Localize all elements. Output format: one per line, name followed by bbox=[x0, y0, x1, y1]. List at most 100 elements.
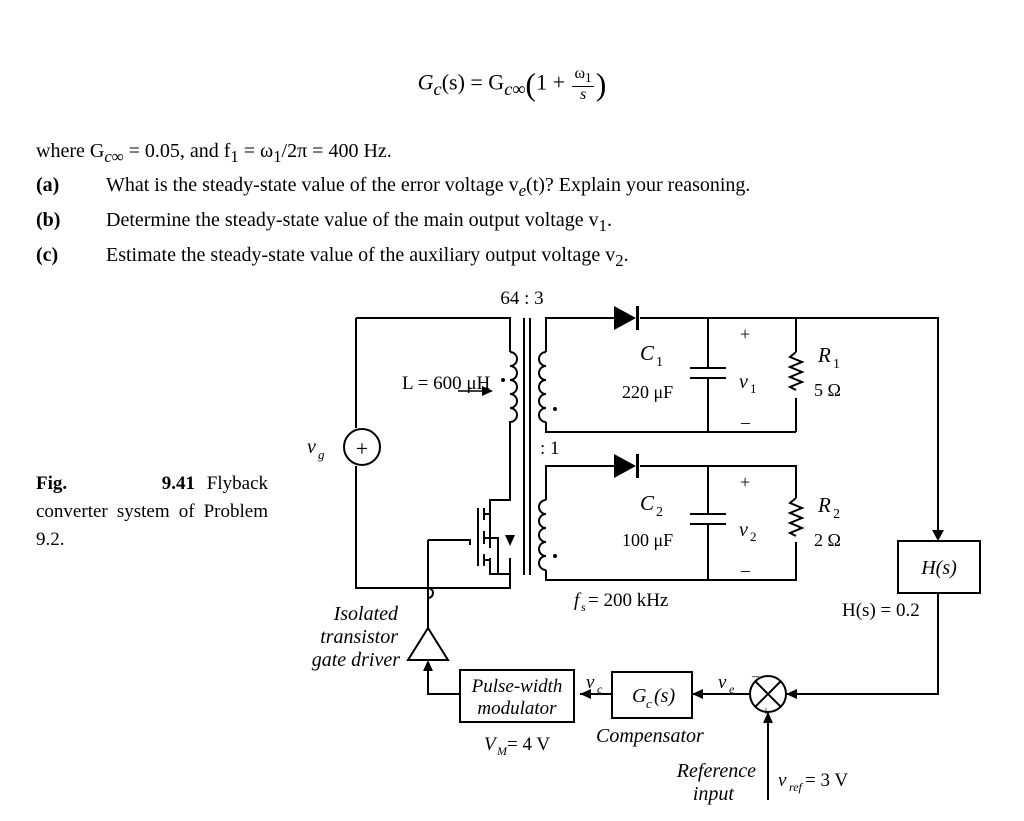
gc-arg: (s) bbox=[654, 685, 675, 707]
eq-rhs-sub: c∞ bbox=[504, 79, 526, 100]
gate-driver-line1: Isolated bbox=[333, 603, 399, 625]
v2-minus: – bbox=[740, 560, 751, 580]
ref-input-line1: Reference bbox=[676, 760, 756, 782]
v1-plus: + bbox=[740, 324, 750, 344]
question-a: (a) What is the steady-state value of the… bbox=[36, 174, 750, 201]
question-c: (c) Estimate the steady-state value of th… bbox=[36, 244, 629, 271]
secondary1-wires bbox=[545, 317, 939, 530]
question-sub: 2 bbox=[615, 251, 624, 270]
diode1 bbox=[614, 306, 636, 330]
c2-plates bbox=[690, 513, 726, 525]
fs-value: = 200 kHz bbox=[588, 590, 668, 611]
gate-driver-line3: gate driver bbox=[312, 649, 401, 671]
where-sub1: c∞ bbox=[104, 147, 124, 166]
h-value-label: H(s) = 0.2 bbox=[842, 600, 920, 621]
fs-sub: s bbox=[581, 600, 586, 614]
question-text-after: . bbox=[606, 209, 612, 231]
eq-frac-num: ω bbox=[574, 65, 586, 82]
eq-frac-num-sub: 1 bbox=[585, 70, 592, 86]
primary-wire-top2 bbox=[356, 317, 511, 352]
turns-ratio2-label: : 1 bbox=[540, 438, 560, 459]
c2-sub: 2 bbox=[656, 505, 663, 520]
vm-value: = 4 V bbox=[507, 734, 550, 755]
secondary2-wires bbox=[545, 465, 797, 581]
vm-sub: M bbox=[496, 744, 508, 758]
figure-caption: Fig. 9.41 Flyback converter system of Pr… bbox=[36, 470, 268, 554]
where-sub3: 1 bbox=[273, 147, 282, 166]
sum-plus: + bbox=[762, 705, 770, 720]
r2-resistor bbox=[787, 497, 805, 537]
diode2 bbox=[614, 454, 636, 478]
where-part2: = 0.05, and f bbox=[123, 140, 231, 162]
question-text-after: . bbox=[623, 244, 629, 266]
question-b: (b)Determine the steady-state value of t… bbox=[36, 209, 612, 236]
fs-text: f bbox=[574, 590, 582, 611]
v1-sub: 1 bbox=[750, 381, 757, 396]
mosfet-symbol bbox=[477, 508, 499, 574]
question-label: (c) bbox=[36, 244, 59, 266]
secondary1-coil bbox=[538, 351, 547, 423]
primary-coil bbox=[489, 351, 518, 575]
gate-driver-line2: transistor bbox=[320, 626, 398, 648]
gc-block bbox=[611, 671, 693, 719]
eq-frac-den: s bbox=[579, 86, 587, 104]
inductor-label: L = 600 μH bbox=[402, 373, 491, 394]
question-text-after: (t)? Explain your reasoning. bbox=[526, 174, 751, 196]
h-block-label: H(s) bbox=[920, 557, 957, 579]
where-part1: where G bbox=[36, 140, 105, 162]
pwm-block bbox=[459, 669, 575, 723]
c1-value: 220 μF bbox=[622, 382, 673, 402]
v2-text: v bbox=[739, 519, 748, 541]
caption-fig: Fig. bbox=[36, 473, 68, 494]
eq-paren-close: ) bbox=[595, 66, 607, 103]
r1-resistor bbox=[787, 351, 805, 391]
r2-sub: 2 bbox=[833, 507, 840, 522]
where-part4: /2π = 400 Hz. bbox=[281, 140, 392, 162]
c2-value: 100 μF bbox=[622, 530, 673, 550]
secondary2-coil bbox=[538, 499, 547, 571]
v1-minus: – bbox=[740, 412, 751, 432]
gate-driver-triangle bbox=[406, 626, 450, 661]
r1-name: R bbox=[817, 343, 831, 367]
gc-sub: c bbox=[646, 696, 652, 711]
c1-plates bbox=[690, 367, 726, 379]
question-label: (a) bbox=[36, 174, 60, 196]
question-text: Estimate the steady-state value of the a… bbox=[106, 244, 616, 266]
where-sub2: 1 bbox=[230, 147, 239, 166]
question-text: What is the steady-state value of the er… bbox=[106, 174, 519, 196]
ref-input-line2: input bbox=[693, 783, 735, 805]
vg-source-symbol bbox=[343, 428, 381, 466]
r2-name: R bbox=[817, 493, 831, 517]
question-sub: 1 bbox=[598, 216, 607, 235]
vref-text: v bbox=[778, 770, 787, 791]
sum-minus: – bbox=[751, 669, 760, 684]
question-text: Determine the steady-state value of the … bbox=[106, 209, 599, 231]
vref-sub: ref bbox=[789, 780, 804, 794]
turns-ratio-label: 64 : 3 bbox=[500, 288, 543, 309]
where-line: where Gc∞ = 0.05, and f1 = ω1/2π = 400 H… bbox=[36, 140, 392, 167]
transformer-core bbox=[523, 318, 531, 575]
pwm-line2: modulator bbox=[477, 698, 557, 719]
v2-plus: + bbox=[740, 472, 750, 492]
c1-sub: 1 bbox=[656, 355, 663, 370]
v2-sub: 2 bbox=[750, 529, 757, 544]
where-part3: = ω bbox=[238, 140, 274, 162]
pwm-line1: Pulse-width bbox=[471, 676, 563, 697]
vg-plus: + bbox=[356, 436, 368, 461]
compensator-label: Compensator bbox=[596, 725, 704, 747]
gc-text: G bbox=[632, 685, 647, 707]
